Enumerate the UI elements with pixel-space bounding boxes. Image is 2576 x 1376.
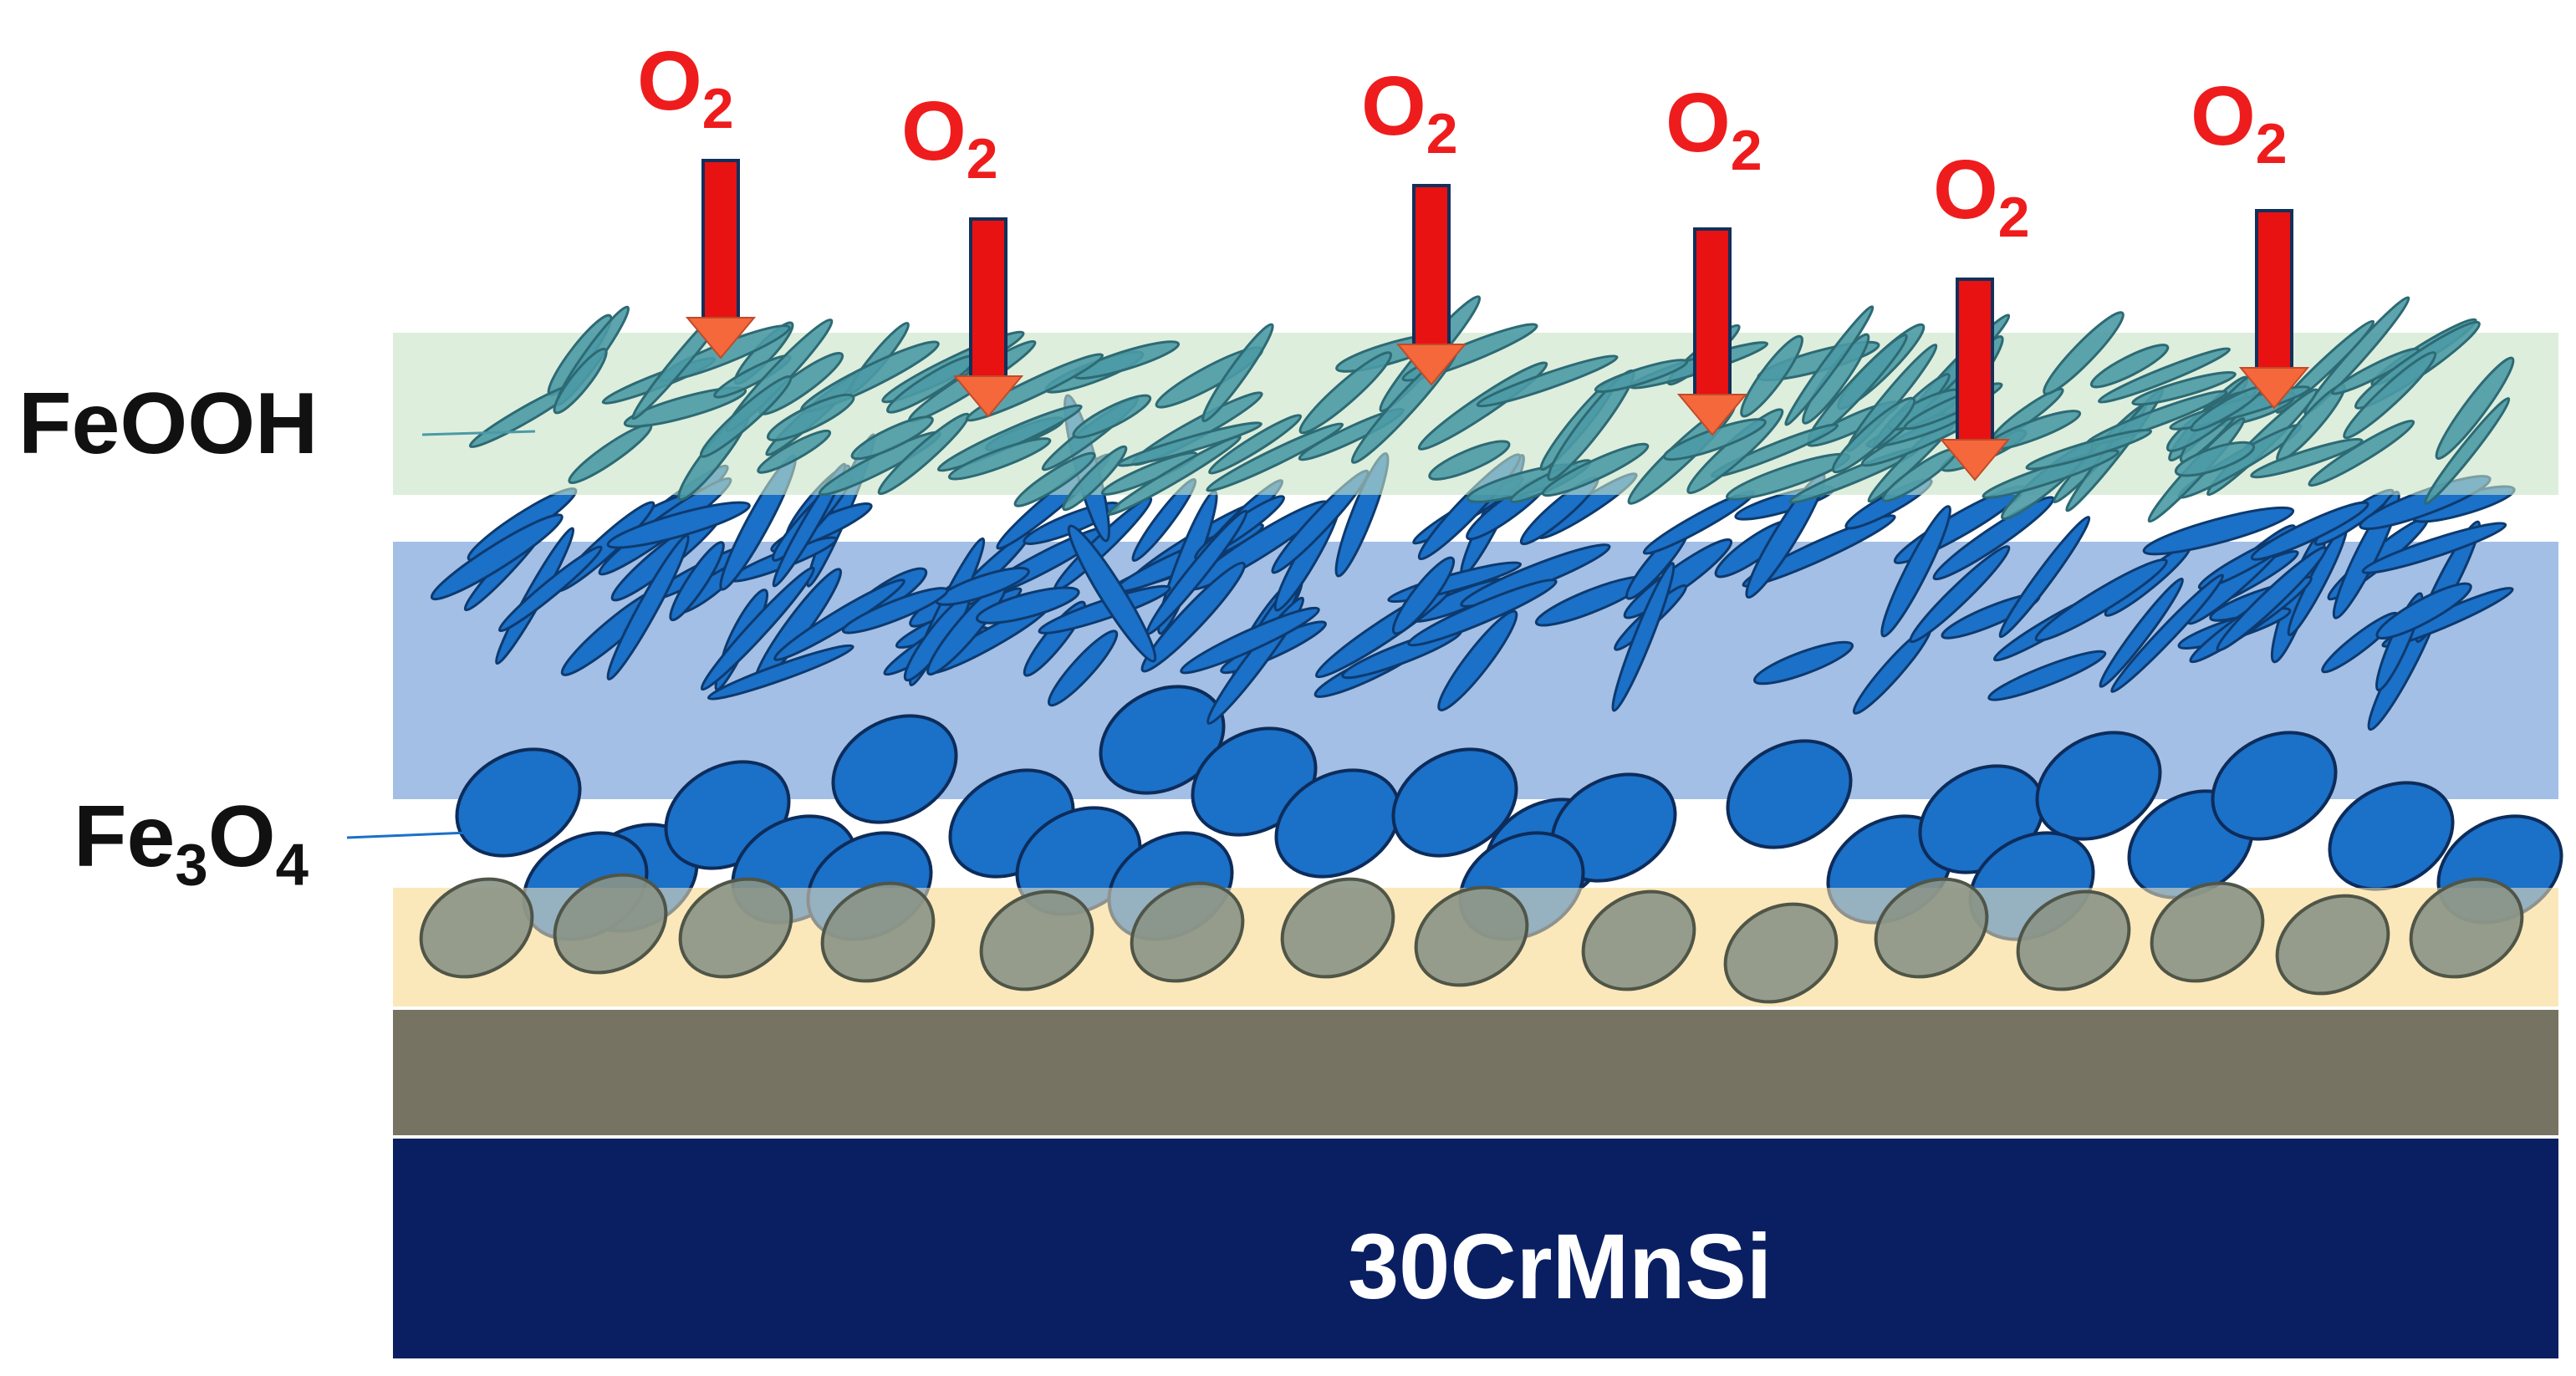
oxygen-label-2-sub: 2	[967, 127, 998, 191]
oxygen-label-4-o: O	[1665, 76, 1731, 170]
oxygen-label-6: O2	[2191, 69, 2288, 165]
oxygen-label-5-sub: 2	[1998, 186, 2030, 249]
oxygen-arrow-shaft	[703, 161, 738, 321]
oxygen-label-5: O2	[1933, 142, 2030, 238]
oxygen-arrow-shaft	[1414, 186, 1449, 348]
oxygen-label-5-o: O	[1933, 143, 1998, 237]
oxygen-arrow-shaft	[971, 219, 1006, 380]
oxygen-label-3-sub: 2	[1426, 102, 1458, 166]
oxygen-label-1: O2	[637, 33, 734, 130]
fe3o4-label-sub4: 4	[276, 832, 309, 898]
oxygen-arrow	[1398, 186, 1465, 385]
oxygen-arrow	[2241, 211, 2308, 408]
oxygen-label-2-o: O	[901, 84, 967, 178]
olive-band	[393, 1010, 2558, 1135]
oxygen-arrow	[687, 161, 754, 358]
oxygen-label-2: O2	[901, 84, 998, 180]
oxygen-label-4-sub: 2	[1731, 119, 1762, 182]
oxygen-label-1-o: O	[637, 34, 702, 128]
oxygen-label-6-sub: 2	[2256, 112, 2288, 176]
fe3o4-leader-line	[347, 833, 468, 838]
fe3o4-label-sub3: 3	[175, 832, 207, 898]
oxygen-label-3-o: O	[1361, 59, 1426, 153]
fe3o4-label-o: O	[208, 788, 276, 885]
oxygen-arrow	[955, 219, 1022, 416]
oxygen-arrow-shaft	[1957, 279, 1992, 443]
feooh-label: FeOOH	[18, 375, 318, 474]
oxygen-label-3: O2	[1361, 59, 1458, 155]
oxygen-label-4: O2	[1665, 75, 1762, 171]
substrate-label: 30CrMnSi	[1348, 1214, 1772, 1320]
oxygen-label-1-sub: 2	[702, 77, 734, 140]
oxygen-arrow-shaft	[1695, 229, 1730, 398]
fe3o4-label: Fe3O4	[74, 787, 309, 887]
oxygen-label-6-o: O	[2191, 69, 2256, 163]
fe3o4-label-fe: Fe	[74, 788, 175, 885]
oxygen-arrow-shaft	[2257, 211, 2292, 371]
